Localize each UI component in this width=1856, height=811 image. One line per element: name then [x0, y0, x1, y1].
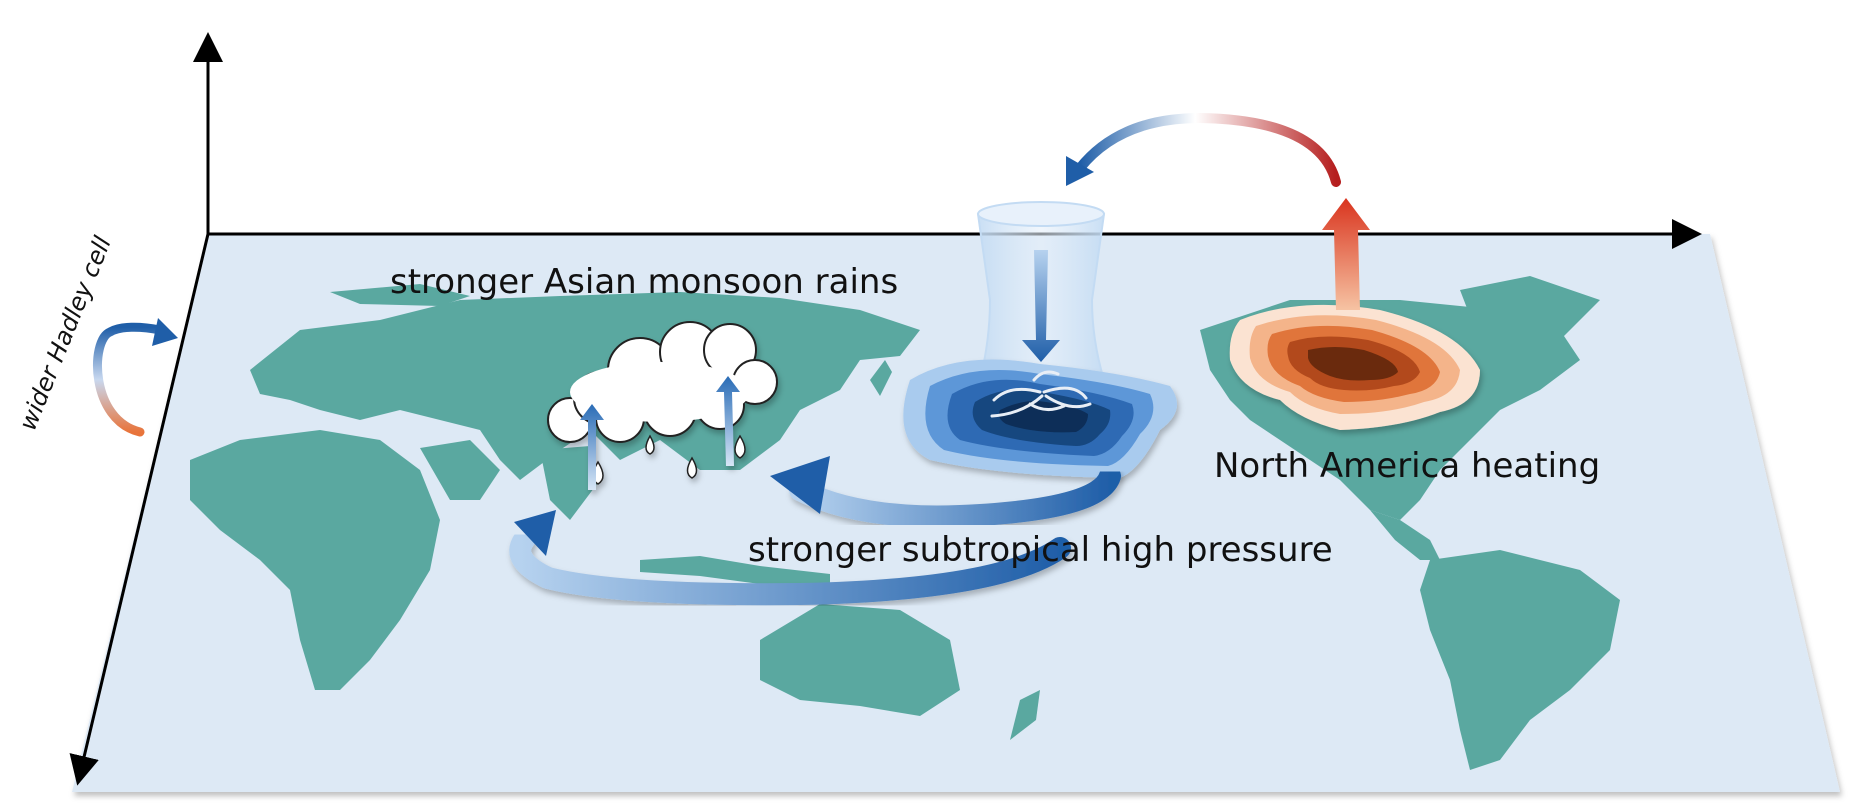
flow-arrowhead-lower [514, 510, 556, 556]
teleconnection-arrowhead [1066, 156, 1094, 186]
hadley-arrowhead [152, 318, 178, 346]
australia [760, 604, 960, 716]
flow-arrow-upper [789, 465, 1121, 528]
new-zealand [1010, 690, 1040, 740]
subsidence-column-icon [976, 201, 1106, 381]
heat-anomaly [1229, 304, 1480, 430]
africa [190, 430, 440, 690]
flow-arrow-lower [509, 529, 1071, 606]
south-america [1420, 550, 1620, 770]
hadley-cell: wider Hadley cell [14, 232, 178, 437]
central-america [1370, 510, 1440, 560]
arabia [420, 440, 500, 500]
hadley-loop-arrow [93, 322, 165, 437]
subtropical-high-label: stronger subtropical high pressure [748, 530, 1333, 570]
flow-arrowhead-upper [770, 456, 830, 514]
arctic-islands [330, 284, 470, 306]
cyclone-icon [990, 370, 1092, 418]
monsoon-label: stronger Asian monsoon rains [390, 262, 898, 302]
indonesia [640, 556, 830, 584]
na-heating-label: North America heating [1214, 446, 1600, 486]
heat-updraft-arrow [1322, 198, 1370, 310]
teleconnection-arc [1075, 112, 1341, 187]
depth-axis [69, 233, 210, 786]
india [540, 446, 600, 520]
downdraft-arrow [1022, 250, 1060, 362]
cloud-rain-icon [547, 321, 778, 490]
axes [69, 32, 1702, 786]
japan [870, 360, 892, 396]
